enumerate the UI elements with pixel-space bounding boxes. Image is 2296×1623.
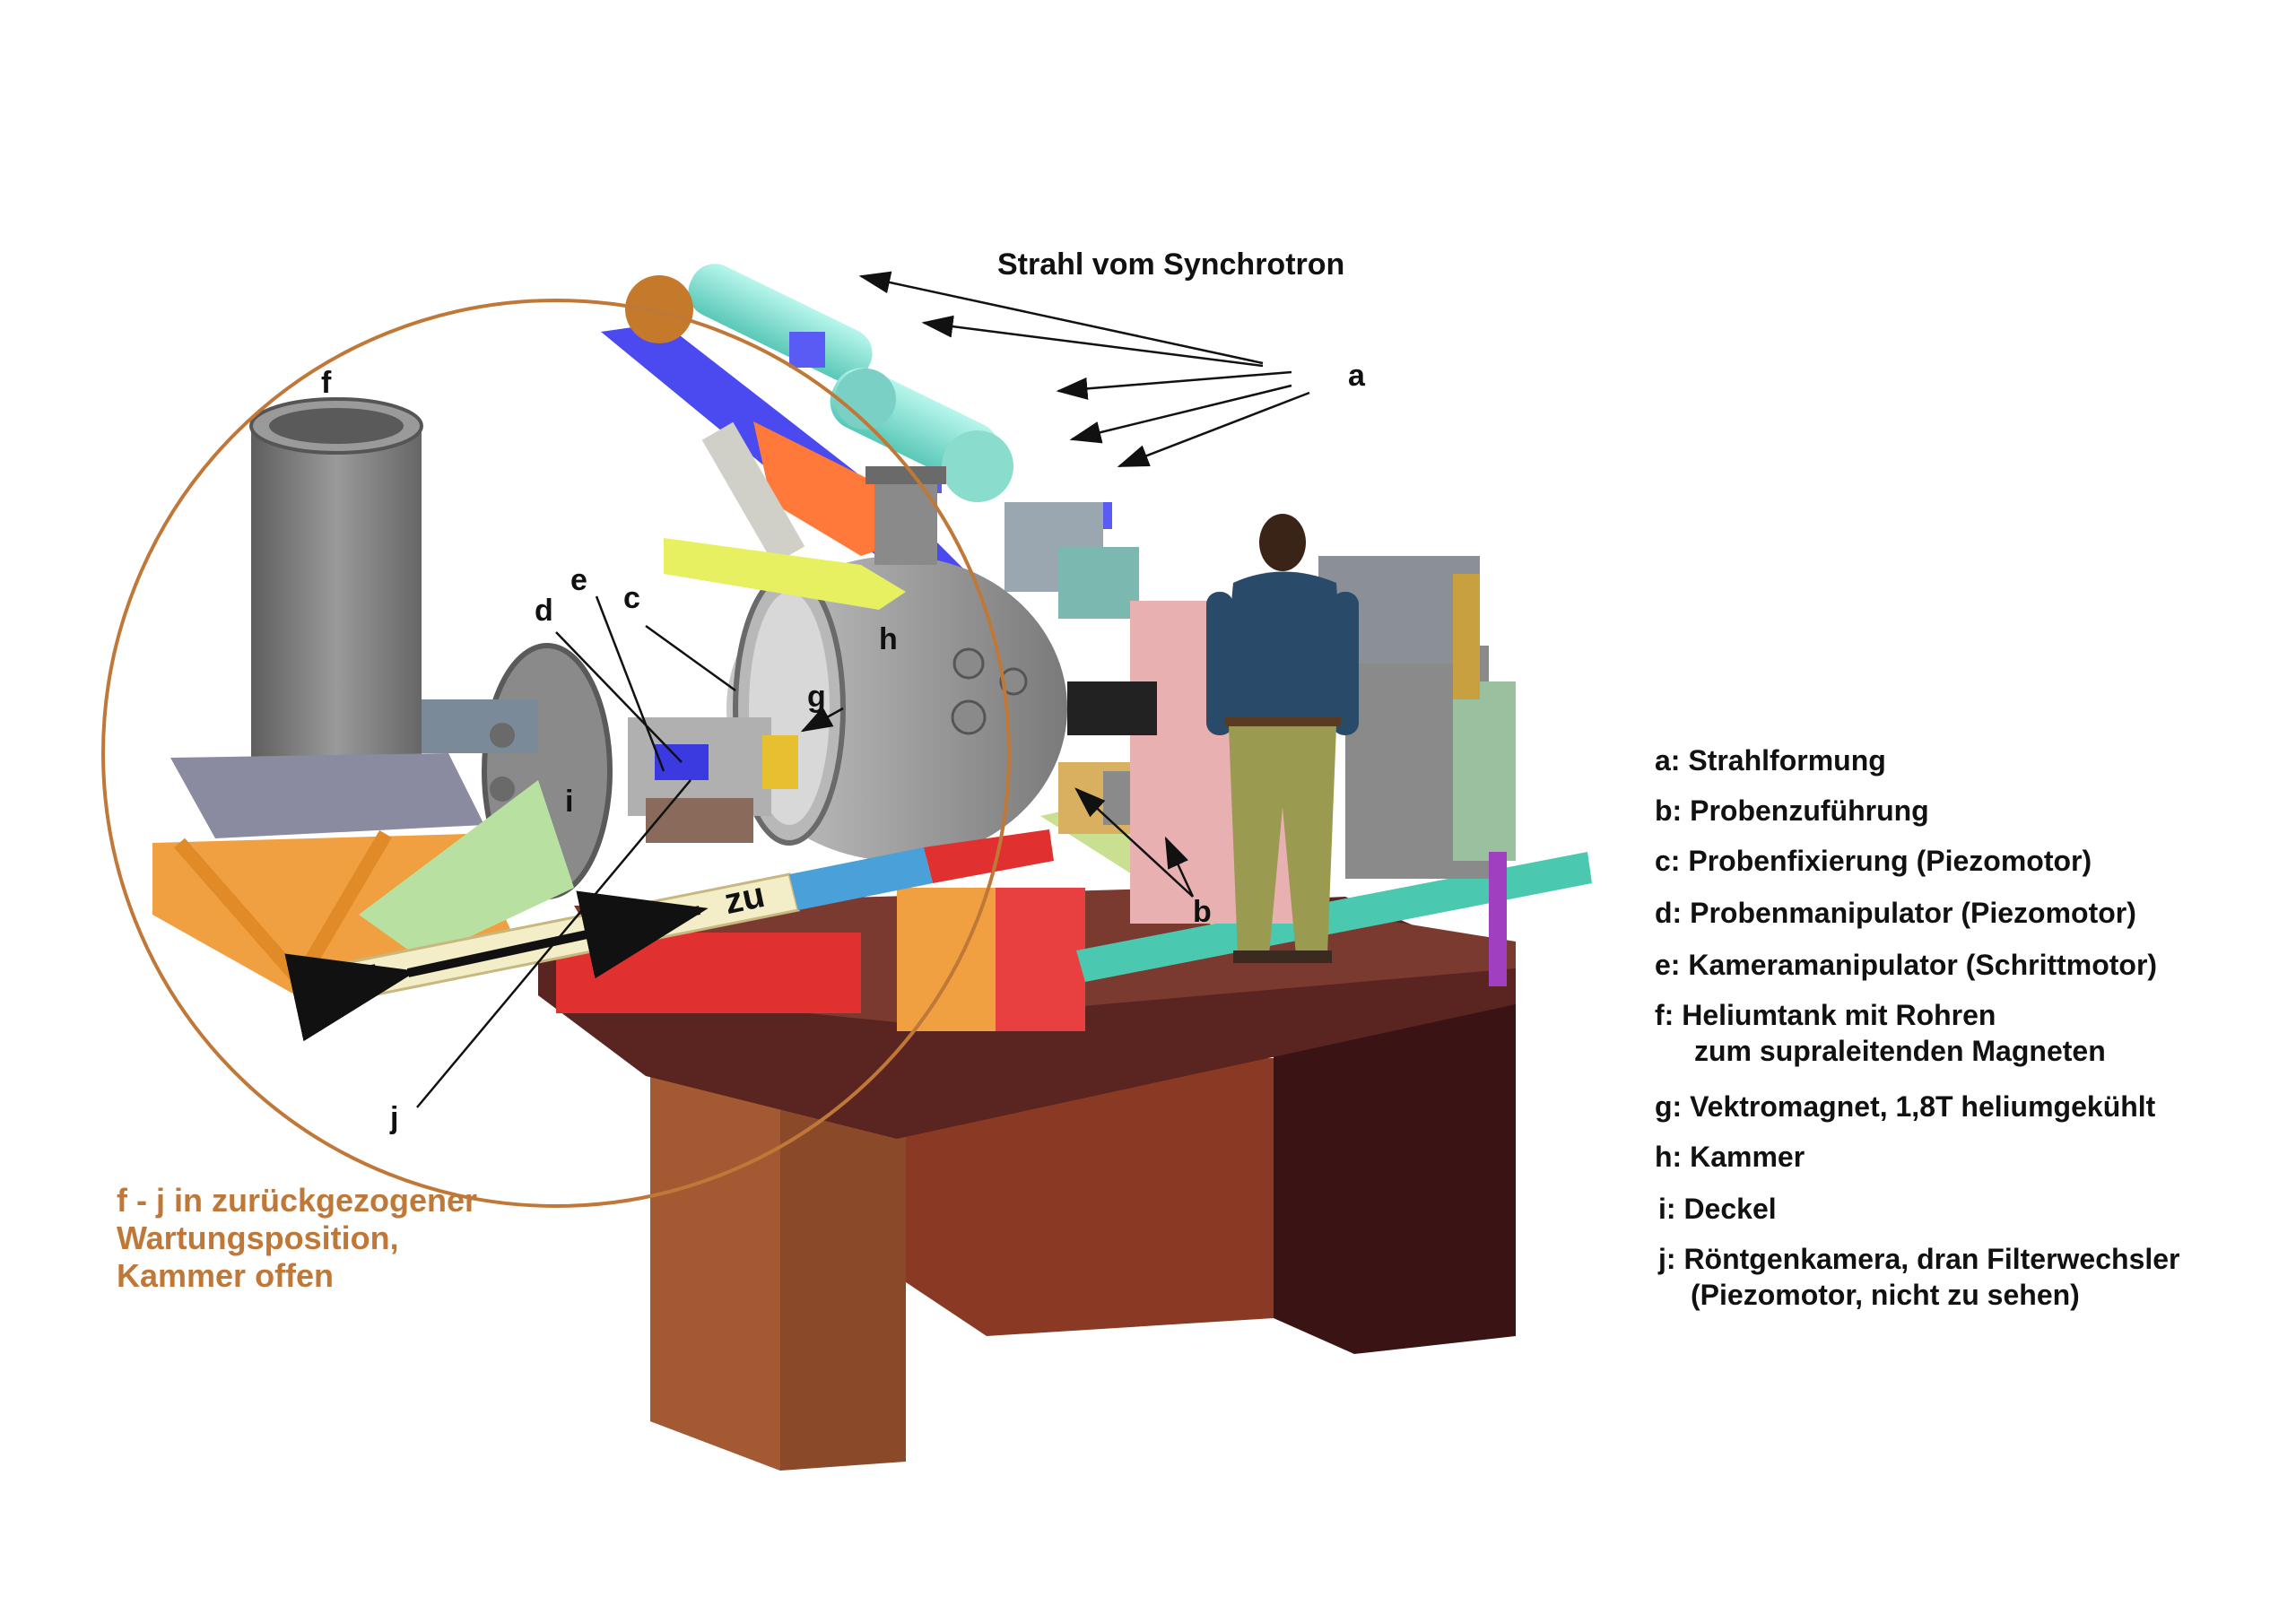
maintenance-note: f - j in zurückgezogener Wartungspositio… — [117, 1182, 477, 1295]
leader-b-2 — [1164, 836, 1195, 898]
rail-arrow — [284, 890, 709, 1042]
legend-text: h: Kammer — [1655, 1141, 1805, 1173]
maintenance-circle — [101, 299, 1011, 1208]
beamline-block-gray-2 — [1058, 547, 1139, 619]
note-line-2: Wartungsposition, — [117, 1219, 399, 1256]
legend-text: g: Vektromagnet, 1,8T heliumgekühlt — [1655, 1090, 2156, 1123]
label-e: e — [570, 563, 587, 597]
cyan-beam — [1076, 852, 1592, 982]
person-jacket — [1220, 571, 1345, 726]
camera-mount — [646, 798, 753, 843]
label-c: c — [623, 581, 640, 615]
helium-tank — [251, 426, 422, 794]
lid-port-1 — [490, 723, 515, 748]
legend-item-f: f: Heliumtank mit Rohren zum supraleiten… — [1655, 997, 2106, 1069]
purple-post — [1489, 852, 1507, 986]
legend-text: i: Deckel — [1658, 1193, 1777, 1225]
leader-g — [800, 707, 844, 733]
chamber-port-3 — [999, 667, 1028, 696]
person-pants — [1229, 726, 1336, 955]
note-line-1: f - j in zurückgezogener — [117, 1182, 478, 1219]
leader-lines — [416, 271, 1310, 1108]
person — [1206, 514, 1359, 963]
legend-text: a: Strahlformung — [1655, 744, 1886, 777]
frame-strut-1 — [173, 838, 311, 992]
beamline-flange-1 — [625, 275, 693, 343]
rail — [284, 829, 1054, 1042]
legend-text: e: Kameramanipulator (Schrittmotor) — [1655, 949, 2158, 981]
label-h: h — [879, 622, 898, 656]
leader-a-5 — [1117, 391, 1310, 468]
chamber-arm-yellow — [664, 538, 906, 610]
leader-a-4 — [1069, 384, 1292, 444]
pedestal-mid — [906, 1058, 1274, 1336]
pedestal-right — [1274, 1004, 1516, 1354]
helium-tank-mouth — [269, 408, 404, 444]
beamline-valve-1 — [789, 332, 825, 368]
leader-a-1 — [858, 271, 1264, 365]
legend-text-cont: (Piezomotor, nicht zu sehen) — [1691, 1279, 2080, 1311]
leader-j — [416, 779, 691, 1108]
legend-text: f: Heliumtank mit Rohren — [1655, 999, 1996, 1031]
person-right-arm — [1332, 592, 1359, 735]
label-a: a — [1348, 359, 1365, 393]
legend-text: j: Röntgenkamera, dran Filterwechsler — [1658, 1243, 2180, 1275]
black-box — [1067, 681, 1157, 735]
legend-item-e: e: Kameramanipulator (Schrittmotor) — [1655, 947, 2157, 983]
chamber-port-2 — [951, 699, 987, 735]
rail-label-close: zu — [720, 874, 769, 923]
tank-platform — [170, 753, 484, 838]
lid-port-2 — [490, 777, 515, 802]
person-head — [1259, 514, 1306, 571]
label-j: j — [390, 1101, 399, 1135]
chamber — [664, 466, 1067, 861]
person-belt — [1224, 717, 1341, 726]
legend-text: d: Probenmanipulator (Piezomotor) — [1655, 897, 2136, 929]
right-bracket — [1453, 574, 1480, 699]
label-g: g — [807, 680, 826, 714]
rail-beam-right — [924, 829, 1054, 883]
person-shoes — [1233, 950, 1332, 963]
label-i: i — [565, 785, 574, 819]
label-d: d — [535, 594, 553, 628]
chamber-top-cap — [865, 466, 946, 484]
magnet-block — [762, 735, 798, 789]
leader-e — [595, 595, 665, 772]
legend-text-cont: zum supraleitenden Magneten — [1694, 1035, 2106, 1067]
legend-item-i: i: Deckel — [1658, 1191, 1777, 1227]
legend-item-h: h: Kammer — [1655, 1139, 1805, 1175]
leader-d — [555, 631, 683, 763]
label-b: b — [1193, 895, 1212, 929]
leader-b-1 — [1074, 787, 1194, 898]
note-line-3: Kammer offen — [117, 1257, 335, 1294]
legend-item-g: g: Vektromagnet, 1,8T heliumgekühlt — [1655, 1089, 2155, 1124]
right-gray-block-2 — [1453, 681, 1516, 861]
person-left-arm — [1206, 592, 1233, 735]
beamline-guide — [701, 421, 805, 565]
beamline-pipe-1 — [688, 264, 873, 382]
rail-beam-blue — [789, 847, 933, 910]
diagram-title: Strahl vom Synchrotron — [997, 247, 1345, 282]
leader-a-3 — [1056, 370, 1292, 400]
beamline-flange-3 — [942, 430, 1013, 502]
pedestal-left-side — [650, 1040, 780, 1471]
leader-c — [645, 624, 736, 692]
beamline-flange-2 — [835, 369, 896, 430]
lid-shaft — [422, 699, 538, 753]
legend-item-d: d: Probenmanipulator (Piezomotor) — [1655, 895, 2136, 931]
leader-a-2 — [921, 315, 1264, 368]
legend-item-j: j: Röntgenkamera, dran Filterwechsler (P… — [1658, 1241, 2180, 1313]
legend-item-b: b: Probenzuführung — [1655, 793, 1929, 829]
legend-text: c: Probenfixierung (Piezomotor) — [1655, 845, 2092, 877]
chamber-port-1 — [952, 647, 985, 680]
label-f: f — [321, 366, 332, 400]
legend-item-a: a: Strahlformung — [1655, 742, 1886, 778]
legend-item-c: c: Probenfixierung (Piezomotor) — [1655, 843, 2092, 879]
legend-text: b: Probenzuführung — [1655, 794, 1929, 827]
